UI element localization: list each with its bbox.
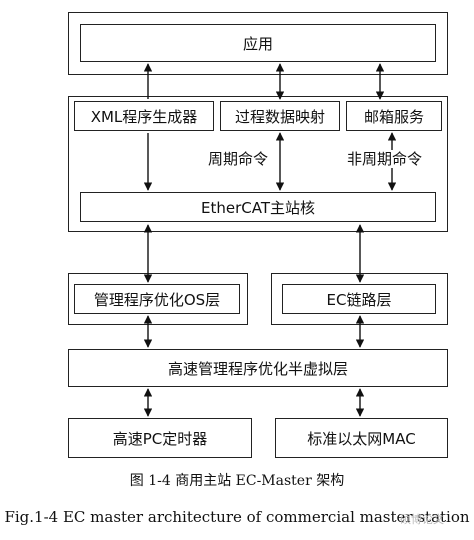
os-layer-box: 管理程序优化OS层 <box>74 284 240 314</box>
watermark: 硕博论文 <box>400 513 444 526</box>
virtualization-layer-box: 高速管理程序优化半虚拟层 <box>68 349 448 387</box>
caption-chinese: 图 1-4 商用主站 EC-Master 架构 <box>129 473 345 489</box>
ethercat-core-box: EtherCAT主站核 <box>80 192 436 222</box>
mailbox-service-box: 邮箱服务 <box>346 101 442 131</box>
cyclic-command-label: 周期命令 <box>207 150 270 168</box>
pc-timer-box: 高速PC定时器 <box>68 418 252 458</box>
ethercat-master-group <box>68 96 448 232</box>
acyclic-command-label: 非周期命令 <box>346 150 424 168</box>
os-layer-frame <box>68 273 248 325</box>
process-data-mapping-box: 过程数据映射 <box>220 101 340 131</box>
app-frame <box>68 12 448 75</box>
caption-english: Fig.1-4 EC master architecture of commer… <box>4 508 470 526</box>
ethernet-mac-box: 标准以太网MAC <box>275 418 448 458</box>
link-layer-box: EC链路层 <box>282 284 436 314</box>
application-layer-box: 应用 <box>80 24 436 62</box>
xml-generator-box: XML程序生成器 <box>74 101 214 131</box>
